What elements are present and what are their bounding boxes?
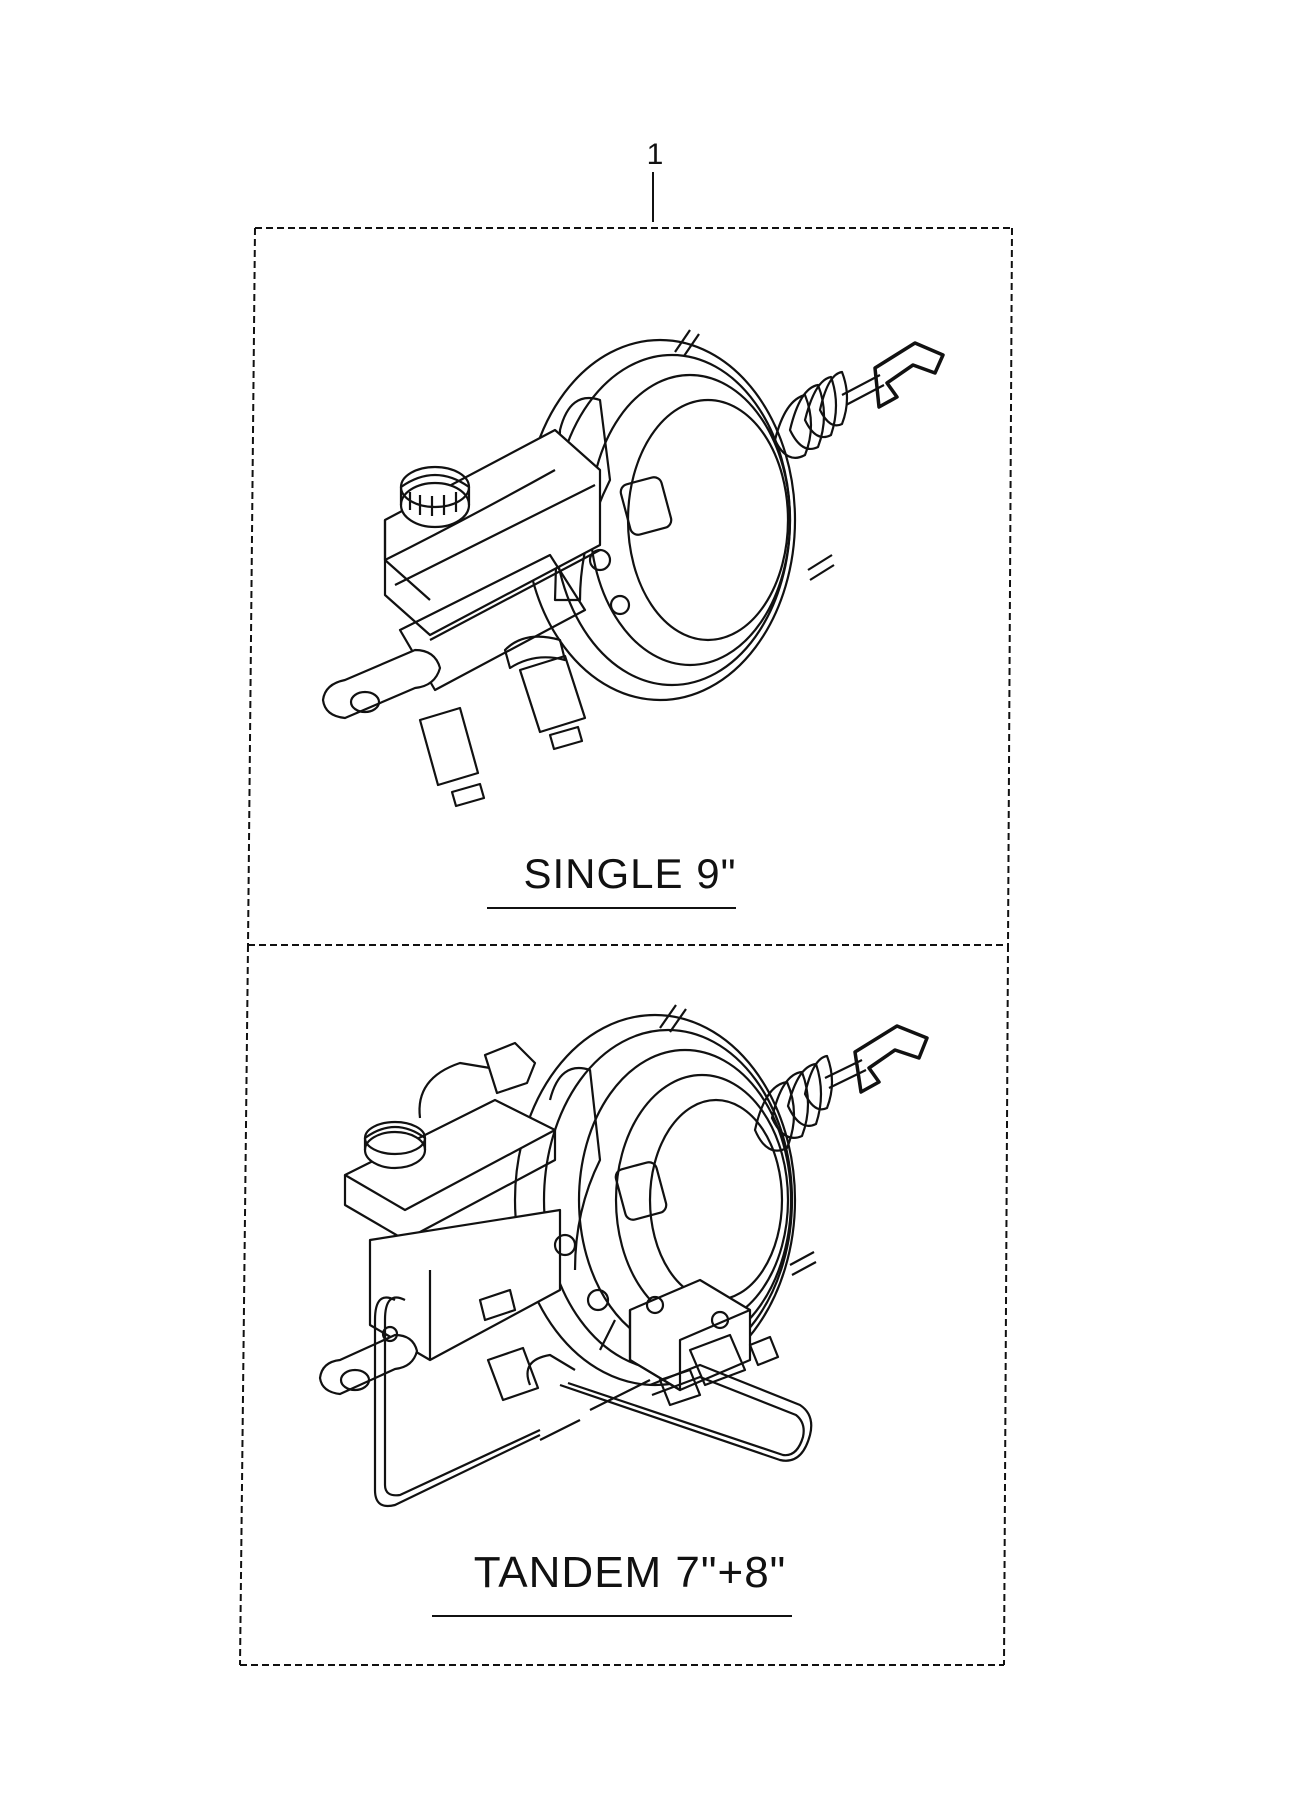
caption-tandem: TANDEM 7"+8" xyxy=(473,1548,787,1597)
diagram-frame xyxy=(239,227,1013,1666)
caption-single: SINGLE 9" xyxy=(523,850,737,897)
tandem-booster-illustration xyxy=(318,1004,929,1508)
single-booster-illustration xyxy=(321,329,945,808)
callout-number: 1 xyxy=(646,138,664,171)
